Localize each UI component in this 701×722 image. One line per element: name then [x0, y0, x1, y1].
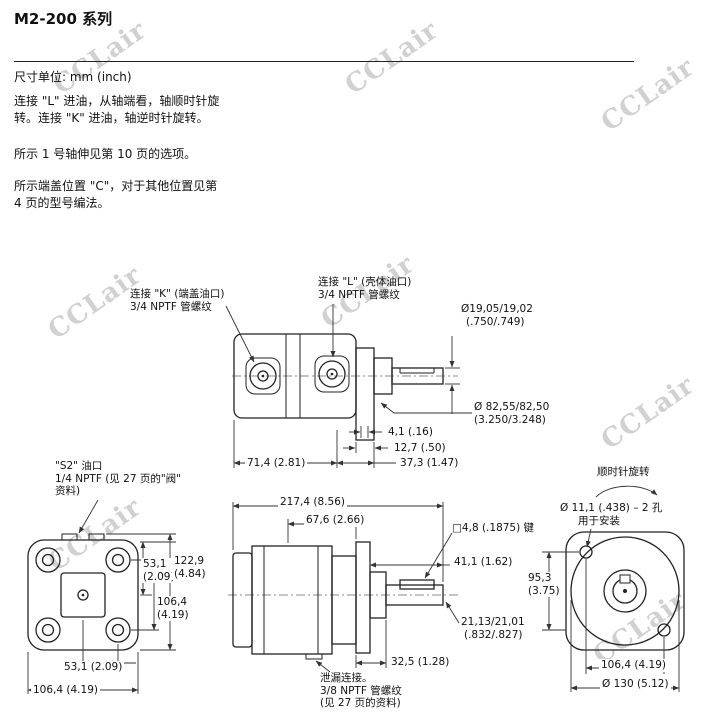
dim-12-7: 12,7 (.50)	[392, 442, 448, 455]
label-line: (4.19)	[157, 608, 189, 621]
mounting-holes-label: Ø 11,1 (.438) – 2 孔 用于安装	[560, 502, 662, 527]
mounting-hole	[579, 545, 593, 559]
label-line: Ø 82,55/82,50	[474, 401, 550, 413]
drain-label: 泄漏连接。 3/8 NPTF 管螺纹 (见 27 页的资料)	[320, 672, 402, 710]
paragraph-shaft-note: 所示 1 号轴伸见第 10 页的选项。	[14, 147, 197, 161]
shaft-key	[399, 579, 435, 590]
mounting-hole	[657, 623, 671, 637]
label-line: 用于安装	[578, 514, 620, 527]
label-line: Ø19,05/19,02	[461, 303, 533, 315]
label-line: (3.250/3.248)	[474, 413, 546, 426]
title-divider	[14, 61, 634, 62]
drain-port	[305, 653, 323, 660]
label-line: 21,13/21,01	[461, 616, 525, 628]
label-line: 3/4 NPTF 管螺纹	[318, 288, 400, 301]
label-line: 1/4 NPTF (见 27 页的"阀"	[55, 472, 182, 485]
side-view-dimensions	[232, 502, 460, 673]
label-line: 连接 "L" 进油，从轴端看，轴顺时针旋	[14, 94, 220, 108]
paragraph-connections: 连接 "L" 进油，从轴端看，轴顺时针旋 转。连接 "K" 进油，轴逆时针旋转。	[14, 93, 219, 127]
shaft	[391, 367, 444, 385]
label-line: (.750/.749)	[466, 315, 525, 328]
label-line: 泄漏连接。	[320, 672, 373, 684]
shaft-diameter-label: Ø19,05/19,02 (.750/.749)	[461, 303, 533, 328]
label-line: 95,3	[528, 572, 552, 584]
dim-122-9: 122,9 (4.84)	[172, 555, 208, 580]
dim-41-1: 41,1 (1.62)	[452, 556, 515, 569]
side-view-linework	[228, 502, 460, 673]
key-size-label: □4,8 (.1875) 键	[452, 522, 535, 534]
label-line: 3/8 NPTF 管螺纹	[320, 684, 402, 697]
mounting-flange	[355, 347, 375, 441]
label-line: 53,1	[143, 558, 167, 570]
dim-217-4: 217,4 (8.56)	[278, 496, 347, 509]
label-line: (3.75)	[528, 584, 560, 597]
label-line: 资料)	[55, 485, 81, 497]
label-line: 4 页的型号编法。	[14, 196, 110, 210]
dim-67-6: 67,6 (2.66)	[304, 514, 367, 527]
dim-130: Ø 130 (5.12)	[600, 678, 671, 691]
dim-4-1: 4,1 (.16)	[386, 426, 435, 439]
mounting-flange-side	[355, 541, 371, 654]
pilot-diameter-label: Ø 82,55/82,50 (3.250/3.248)	[474, 401, 549, 426]
dim-32-5: 32,5 (1.28)	[389, 656, 452, 669]
clockwise-arrow	[595, 485, 658, 498]
units-note: 尺寸单位: mm (inch)	[14, 70, 132, 84]
label-line: 3/4 NPTF 管螺纹	[130, 300, 212, 313]
top-view-dimensions	[225, 304, 472, 468]
dim-106-4-rear: 106,4 (4.19)	[599, 659, 668, 672]
dim-71-4: 71,4 (2.81)	[245, 457, 308, 470]
label-line: 所示端盖位置 "C"，对于其他位置见第	[14, 179, 218, 193]
keyway-notch	[619, 574, 631, 584]
rotation-label: 顺时针旋转	[597, 466, 650, 478]
port-l-label: 连接 "L" (壳体油口) 3/4 NPTF 管螺纹	[318, 276, 411, 301]
label-line: 转。连接 "K" 进油，轴逆时针旋转。	[14, 111, 209, 125]
dim-key-height: 21,13/21,01 (.832/.827)	[461, 616, 525, 641]
label-line: (4.84)	[174, 567, 206, 580]
port-k-label: 连接 "K" (端盖油口) 3/4 NPTF 管螺纹	[130, 288, 224, 313]
dim-106-4-vertical: 106,4 (4.19)	[155, 596, 191, 621]
label-line: Ø 11,1 (.438) – 2 孔	[560, 502, 663, 514]
dim-53-1-horizontal: 53,1 (2.09)	[62, 661, 125, 674]
page-title: M2-200 系列	[14, 10, 113, 28]
port-k-circle	[249, 362, 277, 390]
pilot-circle	[570, 536, 680, 646]
dim-95-3: 95,3 (3.75)	[526, 572, 562, 597]
paragraph-cover-note: 所示端盖位置 "C"，对于其他位置见第 4 页的型号编法。	[14, 178, 217, 212]
dim-106-4-horizontal: 106,4 (4.19)	[31, 684, 100, 697]
label-line: 106,4	[157, 596, 188, 608]
label-line: (2.09)	[143, 570, 175, 583]
shaft-side	[385, 584, 444, 606]
label-line: (见 27 页的资料)	[320, 697, 401, 709]
rear-flange	[565, 531, 685, 651]
label-line: (.832/.827)	[464, 628, 523, 641]
port-l-circle	[318, 360, 346, 388]
top-view-linework	[225, 304, 472, 468]
dim-37-3: 37,3 (1.47)	[398, 457, 461, 470]
label-line: 122,9	[174, 555, 205, 567]
label-line: 连接 "L" (壳体油口)	[318, 276, 412, 288]
dim-53-1-vertical: 53,1 (2.09)	[141, 558, 177, 583]
s2-port-label: "S2" 油口 1/4 NPTF (见 27 页的"阀" 资料)	[55, 460, 181, 498]
label-line: "S2" 油口	[55, 460, 103, 472]
label-line: 连接 "K" (端盖油口)	[130, 288, 225, 300]
